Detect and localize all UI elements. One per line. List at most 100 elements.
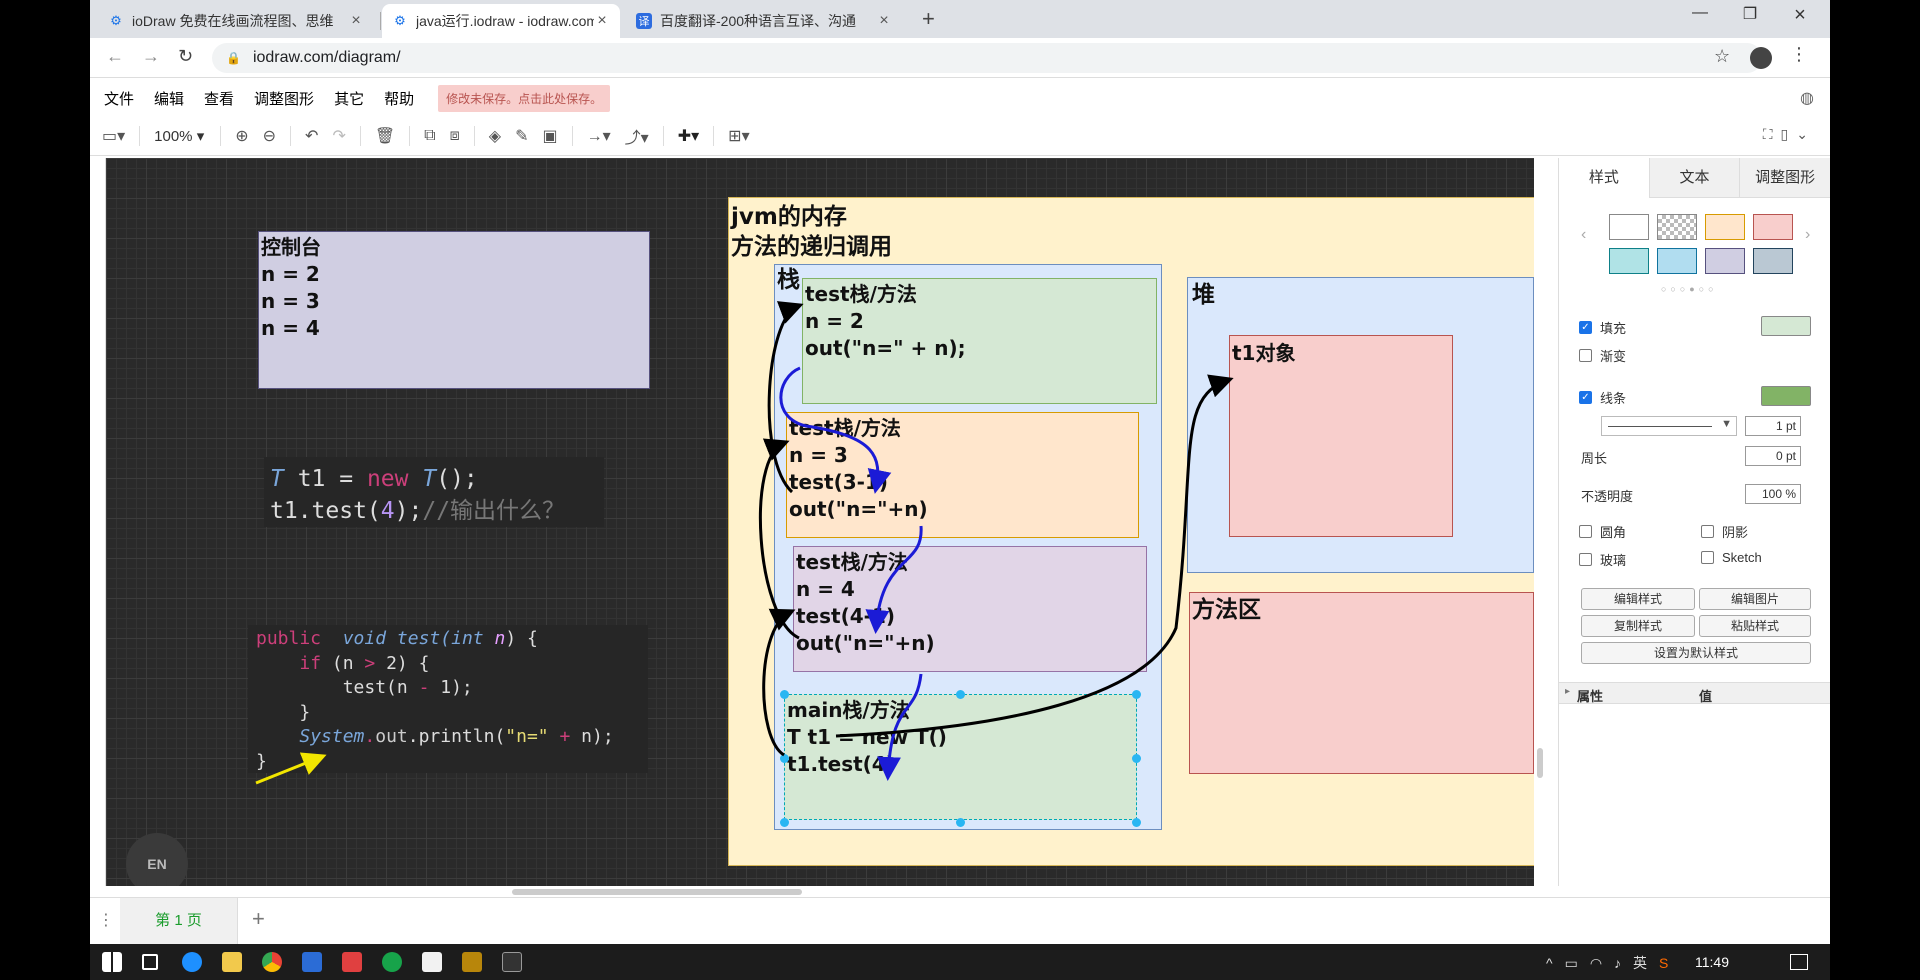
line-checkbox[interactable]: ✓ [1579, 391, 1592, 404]
menu-extras[interactable]: 其它 [334, 90, 365, 108]
format-toggle-icon[interactable]: ▯ [1780, 126, 1797, 142]
zoom-out-icon[interactable]: ⊖ [262, 127, 277, 145]
stack-frame-main[interactable]: main栈/方法 T t1 = new T() t1.test(4) [784, 694, 1137, 820]
profile-avatar-icon[interactable] [1750, 47, 1772, 69]
stack-frame-test-n3[interactable]: test栈/方法 n = 3 test(3-1) out("n="+n) [786, 412, 1139, 538]
chrome-icon[interactable] [262, 952, 282, 972]
resize-handle[interactable] [1132, 818, 1141, 827]
fill-checkbox[interactable]: ✓ [1579, 321, 1592, 334]
tab-arrange[interactable]: 调整图形 [1739, 158, 1830, 198]
undo-icon[interactable]: ↶ [305, 127, 319, 145]
glass-row[interactable]: 玻璃 [1579, 550, 1626, 569]
style-swatch[interactable] [1657, 214, 1697, 240]
glass-checkbox[interactable] [1579, 553, 1592, 566]
console-box[interactable]: 控制台 n = 2 n = 3 n = 4 [258, 231, 650, 389]
resize-handle[interactable] [780, 818, 789, 827]
style-swatch[interactable] [1753, 248, 1793, 274]
style-swatch[interactable] [1609, 214, 1649, 240]
menu-arrange[interactable]: 调整图形 [254, 90, 315, 108]
tab-baidu-translate[interactable]: 译 百度翻译-200种语言互译、沟通 × [626, 4, 902, 38]
language-globe-icon[interactable]: ◍ [1800, 90, 1814, 107]
properties-header[interactable]: ▸ 属性 值 [1559, 682, 1830, 704]
reload-icon[interactable]: ↻ [178, 46, 194, 66]
tab-java-iodraw[interactable]: ⚙ java运行.iodraw - iodraw.com × [382, 4, 620, 38]
shadow-icon[interactable]: ▣ [542, 127, 558, 145]
close-icon[interactable]: × [597, 12, 607, 29]
line-color-icon[interactable]: ✎ [515, 127, 529, 145]
tab-text[interactable]: 文本 [1648, 158, 1740, 198]
diagram-canvas[interactable]: 控制台 n = 2 n = 3 n = 4 T t1 = new T(); t1… [106, 158, 1534, 886]
xmind-icon[interactable] [342, 952, 362, 972]
t1-object-box[interactable]: t1对象 [1229, 335, 1453, 537]
connection-style-icon[interactable]: →▾ [586, 127, 611, 145]
code-snippet-main[interactable]: T t1 = new T(); t1.test(4);//输出什么？ [264, 457, 604, 527]
sketch-row[interactable]: Sketch [1701, 550, 1762, 565]
chevron-left-icon[interactable]: ‹ [1581, 226, 1587, 243]
en-app-icon[interactable] [382, 952, 402, 972]
horizontal-scrollbar[interactable] [512, 889, 802, 895]
chevron-up-icon[interactable]: ^ [1546, 955, 1565, 971]
volume-icon[interactable]: ♪ [1614, 955, 1634, 971]
system-clock[interactable]: 11:49 [1695, 954, 1729, 970]
style-swatch[interactable] [1753, 214, 1793, 240]
waypoints-icon[interactable]: ⤴▾ [624, 129, 649, 147]
stack-frame-test-n2[interactable]: test栈/方法 n = 2 out("n=" + n); [802, 278, 1157, 404]
collapse-icon[interactable]: ⌄ [1796, 126, 1816, 142]
page-tab-1[interactable]: 第 1 页 [120, 898, 238, 944]
gradient-row[interactable]: 渐变 [1579, 346, 1626, 365]
browser-menu-icon[interactable]: ⋮ [1790, 44, 1808, 64]
rounded-checkbox[interactable] [1579, 525, 1592, 538]
maximize-icon[interactable]: ❐ [1742, 6, 1758, 23]
swatch-page-dots[interactable]: ○○○●○○ [1661, 284, 1718, 294]
new-tab-button[interactable]: + [922, 6, 935, 31]
sketch-checkbox[interactable] [1701, 551, 1714, 564]
writer-icon[interactable] [302, 952, 322, 972]
tab-style[interactable]: 样式 [1559, 158, 1649, 198]
zoom-in-icon[interactable]: ⊕ [235, 127, 249, 145]
format-panel-toggle-icon[interactable]: ▭▾ [102, 127, 126, 145]
notification-icon[interactable] [1790, 954, 1808, 970]
resize-handle[interactable] [1132, 690, 1141, 699]
tab-iodraw-home[interactable]: ⚙ ioDraw 免费在线画流程图、思维 × [98, 4, 374, 38]
back-icon[interactable]: ← [106, 46, 124, 66]
line-pattern-select[interactable]: ▼ [1601, 416, 1737, 436]
shadow-row[interactable]: 阴影 [1701, 522, 1748, 541]
delete-icon[interactable]: 🗑 [374, 127, 396, 145]
insert-plus-icon[interactable]: ✚▾ [677, 127, 700, 145]
windows-start-icon[interactable] [102, 952, 122, 972]
style-swatch[interactable] [1705, 248, 1745, 274]
edit-image-button[interactable]: 编辑图片 [1699, 588, 1811, 610]
paste-style-button[interactable]: 粘贴样式 [1699, 615, 1811, 637]
menu-edit[interactable]: 编辑 [154, 90, 185, 108]
to-front-icon[interactable]: ⧉ [424, 126, 436, 144]
menu-file[interactable]: 文件 [104, 90, 135, 108]
task-view-icon[interactable] [142, 954, 158, 970]
line-row[interactable]: ✓线条 [1579, 388, 1626, 407]
pages-menu-icon[interactable]: ⋮ [98, 912, 114, 929]
file-explorer-icon[interactable] [222, 952, 242, 972]
add-page-button[interactable]: + [252, 906, 265, 931]
table-icon[interactable]: ⊞▾ [728, 127, 750, 145]
line-color-picker[interactable] [1761, 386, 1811, 406]
minimize-icon[interactable]: — [1692, 4, 1708, 21]
close-window-icon[interactable]: × [1794, 4, 1806, 26]
ime-indicator[interactable]: 英 [1633, 955, 1660, 971]
chevron-right-icon[interactable]: › [1805, 226, 1811, 243]
redo-icon[interactable]: ↷ [332, 127, 346, 145]
close-icon[interactable]: × [351, 12, 361, 29]
edit-style-button[interactable]: 编辑样式 [1581, 588, 1695, 610]
system-tray[interactable]: ^▭◠♪英S [1546, 953, 1680, 973]
edge-icon[interactable] [182, 952, 202, 972]
fill-row[interactable]: ✓填充 [1579, 318, 1626, 337]
code-snippet-test-method[interactable]: public void test(int n) { if (n > 2) { t… [248, 625, 648, 773]
forward-icon[interactable]: → [142, 46, 160, 66]
perimeter-input[interactable]: 0 pt [1745, 446, 1801, 466]
rounded-row[interactable]: 圆角 [1579, 522, 1626, 541]
terminal-icon[interactable] [502, 952, 522, 972]
menu-view[interactable]: 查看 [204, 90, 235, 108]
unsaved-changes-notice[interactable]: 修改未保存。点击此处保存。 [438, 84, 611, 112]
sogou-icon[interactable]: S [1659, 955, 1681, 971]
gradient-checkbox[interactable] [1579, 349, 1592, 362]
set-default-style-button[interactable]: 设置为默认样式 [1581, 642, 1811, 664]
resize-handle[interactable] [1132, 754, 1141, 763]
